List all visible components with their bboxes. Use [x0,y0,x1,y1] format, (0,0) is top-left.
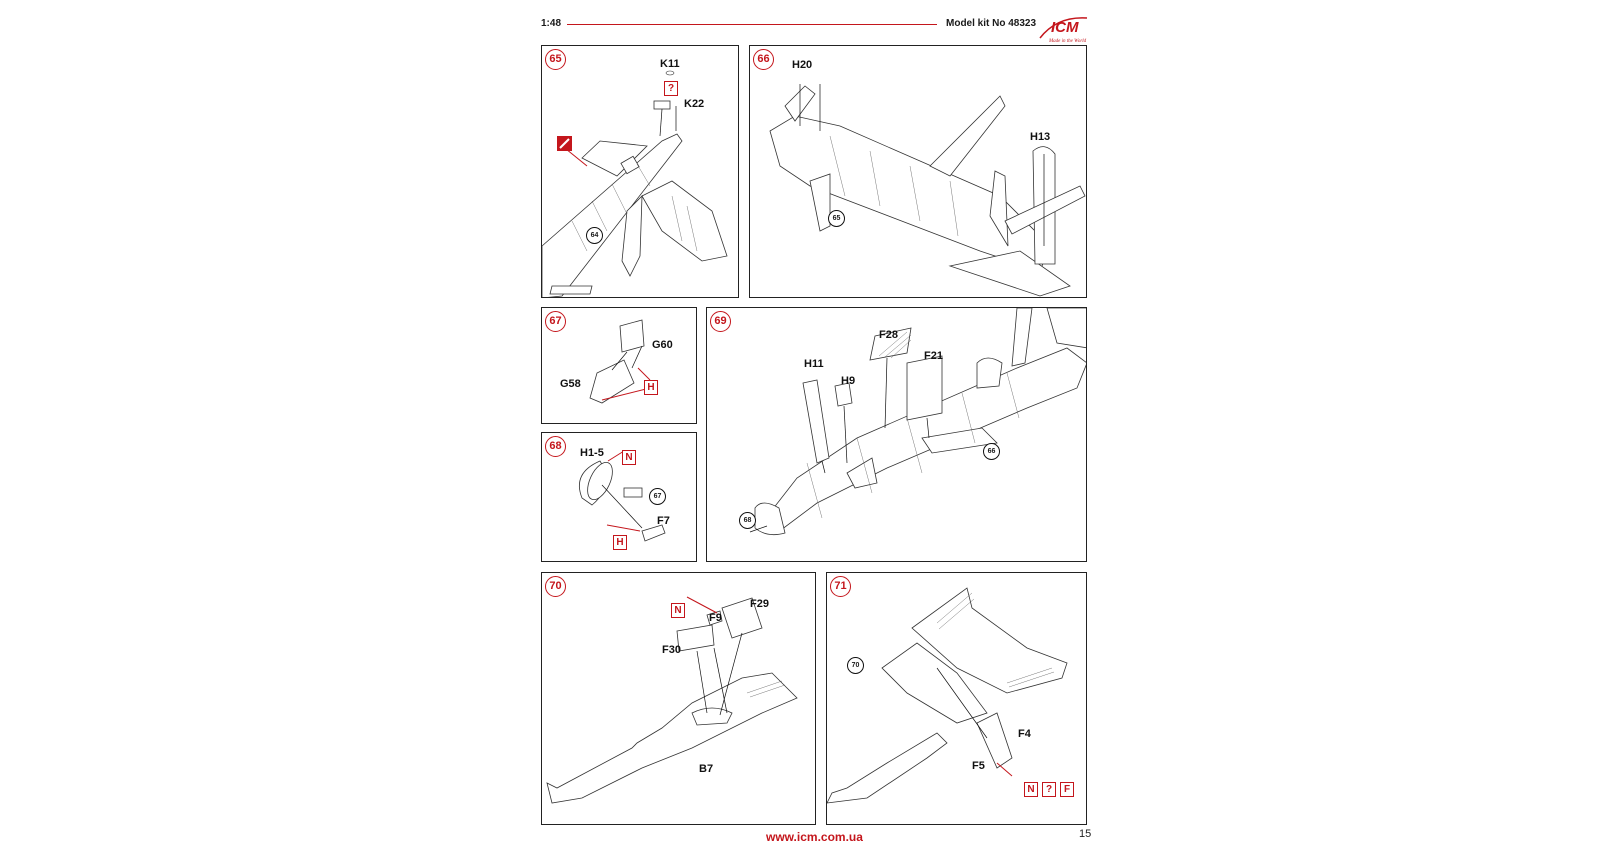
label-g58: G58 [560,378,581,390]
label-f21: F21 [924,350,943,362]
step-66-illustration [769,84,1086,297]
ref-step-66: 66 [983,443,1000,460]
part-k11-shape [665,70,675,76]
step-68-illustration [578,450,666,542]
page-number: 15 [1079,828,1092,840]
hull-box-icon: H [644,380,658,395]
step-70-illustration [546,596,798,804]
unknown-box-icon: ? [664,81,678,96]
part-k22-shape [653,100,671,110]
label-f4: F4 [1018,728,1031,740]
ref-step-67: 67 [649,488,666,505]
label-f28: F28 [879,329,898,341]
label-f5: F5 [972,760,985,772]
unknown-box-icon-2: ? [1042,782,1056,797]
label-g60: G60 [652,339,673,351]
label-f29: F29 [750,598,769,610]
step-66-number: 66 [753,49,774,70]
label-f9: F9 [709,612,722,624]
footer-url[interactable]: www.icm.com.ua [766,830,863,844]
ref-step-68: 68 [739,512,756,529]
step-69-panel: 69 F28 H11 F21 H9 66 68 [706,307,1087,562]
ref-step-65: 65 [828,210,845,227]
step-68-number: 68 [545,436,566,457]
header-rule [567,24,937,25]
hull-box-icon-2: H [613,535,627,550]
step-65-panel: 65 K11 ? K22 64 [541,45,739,298]
step-66-panel: 66 H20 H13 65 [749,45,1087,298]
scale-label: 1:48 [541,18,562,29]
label-b7: B7 [699,763,714,775]
step-67-illustration [589,319,651,404]
step-65-number: 65 [545,49,566,70]
label-h20: H20 [792,59,813,71]
step-70-panel: 70 N F29 F9 F30 B7 [541,572,816,825]
ref-step-64: 64 [586,227,603,244]
n-box-icon-2: N [671,603,685,618]
label-f7: F7 [657,515,670,527]
label-f30: F30 [662,644,681,656]
ref-step-70: 70 [847,657,864,674]
label-h11: H11 [804,358,824,370]
step-70-number: 70 [545,576,566,597]
label-k11: K11 [660,58,680,70]
logo-tagline: Made in the World [1048,39,1087,44]
step-71-panel: 71 70 F4 F5 N ? F [826,572,1087,825]
kit-number: Model kit No 48323 [946,18,1037,29]
f-box-icon: F [1060,782,1074,797]
step-67-number: 67 [545,311,566,332]
label-k22: K22 [684,98,705,110]
step-65-illustration [542,70,728,297]
step-68-panel: 68 H1-5 N 67 F7 H [541,432,697,562]
step-71-illustration [827,587,1068,804]
step-69-number: 69 [710,311,731,332]
label-h13: H13 [1030,131,1051,143]
n-box-icon-3: N [1024,782,1038,797]
step-71-number: 71 [830,576,851,597]
step-69-illustration [749,308,1086,536]
label-h9: H9 [841,375,856,387]
logo-text: ICM [1051,19,1079,36]
step-67-panel: 67 G60 G58 H [541,307,697,424]
icm-logo: ICM Made in the World [1039,17,1088,44]
n-box-icon: N [622,450,636,465]
label-h1-5: H1-5 [580,447,604,459]
